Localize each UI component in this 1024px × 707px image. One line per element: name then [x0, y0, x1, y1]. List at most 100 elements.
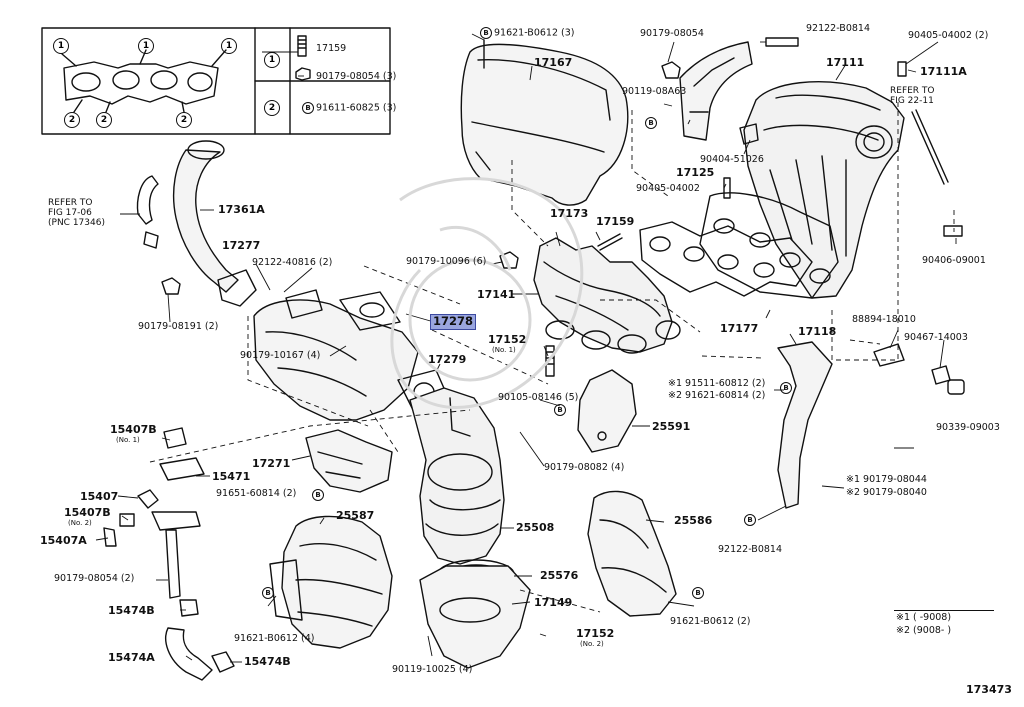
inset-gasket-box — [41, 27, 391, 135]
part-17167[interactable]: 17167 — [534, 56, 573, 69]
part-17125[interactable]: 17125 — [676, 166, 715, 179]
b-mark-icon: B — [554, 404, 566, 416]
refer-line-2: FIG 17-06 — [48, 208, 92, 218]
inset-callout-2c: 2 — [176, 112, 192, 128]
part-17152-no2-sub: (No. 2) — [580, 640, 604, 648]
part-15407b-no2[interactable]: 15407B — [64, 506, 111, 519]
part-90179-08082[interactable]: 90179-08082 (4) — [544, 462, 625, 473]
part-17177[interactable]: 17177 — [720, 322, 759, 335]
part-90179-08044[interactable]: ※1 90179-08044 — [846, 475, 927, 485]
b-mark-90119: B — [645, 117, 659, 129]
part-17111a[interactable]: 17111A — [920, 65, 967, 78]
heat-insulator-17167 — [460, 39, 629, 206]
inset-callout-1a: 1 — [53, 38, 69, 54]
part-15474b-1[interactable]: 15474B — [108, 604, 155, 617]
pipe-15407 — [103, 427, 205, 599]
heat-insulator-25586 — [587, 490, 677, 617]
b-mark-91621-2: B — [692, 587, 706, 599]
refer-line-3: (PNC 17346) — [48, 218, 105, 228]
part-90179-10167[interactable]: 90179-10167 (4) — [240, 350, 321, 361]
part-88894-18010[interactable]: 88894-18010 — [852, 314, 916, 325]
part-25587[interactable]: 25587 — [336, 509, 375, 522]
part-90179-08054[interactable]: 90179-08054 — [640, 28, 704, 39]
part-17118[interactable]: 17118 — [798, 325, 837, 338]
inset-callout-1b: 1 — [138, 38, 154, 54]
part-91621-b0612-2[interactable]: 91621-B0612 (2) — [670, 616, 751, 627]
heat-insulator-17125 — [679, 41, 753, 141]
part-15471[interactable]: 15471 — [212, 470, 251, 483]
star-mark-1: ※1 — [668, 378, 683, 389]
part-25508[interactable]: 25508 — [516, 521, 555, 534]
watermark-emblem — [390, 177, 584, 409]
part-90406-09001[interactable]: 90406-09001 — [922, 255, 986, 266]
part-90404-51026[interactable]: 90404-51026 — [700, 154, 764, 165]
part-90179-08191[interactable]: 90179-08191 (2) — [138, 321, 219, 332]
part-15407[interactable]: 15407 — [80, 490, 119, 503]
part-17149[interactable]: 17149 — [534, 596, 573, 609]
part-90405-04002[interactable]: 90405-04002 — [636, 183, 700, 194]
part-15474b-2[interactable]: 15474B — [244, 655, 291, 668]
refer-line-2: FIG 22-11 — [890, 96, 934, 106]
refer-line-1: REFER TO — [890, 86, 935, 96]
part-91621-60814-text: 91621-60814 (2) — [685, 390, 766, 401]
inset-part-91611-60825-text: 91611-60825 (3) — [316, 102, 397, 114]
inset-part-90179-08054[interactable]: 90179-08054 (3) — [316, 71, 397, 82]
part-17271[interactable]: 17271 — [252, 457, 291, 470]
part-17361a[interactable]: 17361A — [218, 203, 265, 216]
part-17141[interactable]: 17141 — [477, 288, 516, 301]
part-17279[interactable]: 17279 — [428, 353, 467, 366]
hose-88894 — [873, 343, 965, 395]
legend-row-2: ※2 (9008- ) — [896, 625, 952, 636]
part-90119-10025[interactable]: 90119-10025 (4) — [392, 664, 473, 675]
part-90467-14003[interactable]: 90467-14003 — [904, 332, 968, 343]
part-17173[interactable]: 17173 — [550, 207, 589, 220]
catalytic-converter-25508 — [409, 387, 505, 565]
part-90179-08040[interactable]: ※2 90179-08040 — [846, 488, 927, 498]
part-90405-04002-2[interactable]: 90405-04002 (2) — [908, 30, 989, 41]
part-90105-08146[interactable]: 90105-08146 (5) — [498, 392, 579, 403]
part-17111[interactable]: 17111 — [826, 56, 865, 69]
inset-callout-2b: 2 — [96, 112, 112, 128]
part-91511-60812-text: 91511-60812 (2) — [685, 378, 766, 389]
star-mark-2: ※2 — [668, 390, 683, 401]
part-91621-b0612-4[interactable]: 91621-B0612 (4) — [234, 633, 315, 644]
part-91651-60814[interactable]: 91651-60814 (2) — [216, 488, 297, 499]
gasket-17177 — [639, 221, 813, 297]
part-15407a[interactable]: 15407A — [40, 534, 87, 547]
stay-17118 — [777, 341, 833, 509]
part-90179-08054-2[interactable]: 90179-08054 (2) — [54, 573, 135, 584]
hose-15474a — [165, 599, 235, 681]
b-mark-icon: B — [744, 514, 756, 526]
b-mark-91621-4: B — [262, 587, 276, 599]
part-25591[interactable]: 25591 — [652, 420, 691, 433]
part-92122-b0814-top[interactable]: 92122-B0814 — [806, 23, 871, 34]
diagram-number: 173473 — [966, 683, 1012, 696]
part-91511-60812[interactable]: ※1 91511-60812 (2) — [668, 379, 765, 389]
part-17277[interactable]: 17277 — [222, 239, 261, 252]
part-90119-08a63[interactable]: 90119-08A63 — [622, 86, 687, 97]
b-mark-91651: B — [312, 489, 326, 501]
part-15407b-no2-sub: (No. 2) — [68, 519, 92, 527]
part-90179-10096[interactable]: 90179-10096 (6) — [406, 256, 487, 267]
part-17152-no2[interactable]: 17152 — [576, 627, 615, 640]
part-92122-40816[interactable]: 92122-40816 (2) — [252, 257, 333, 268]
part-91621-60814[interactable]: ※2 91621-60814 (2) — [668, 391, 765, 401]
part-15407b-no1[interactable]: 15407B — [110, 423, 157, 436]
part-17278-highlighted[interactable]: 17278 — [430, 314, 477, 330]
part-17152-no1-sub: (No. 1) — [492, 346, 516, 354]
part-90339-09003[interactable]: 90339-09003 — [936, 422, 1000, 433]
b-mark-icon: B — [480, 27, 492, 39]
part-92122-b0814-bot[interactable]: 92122-B0814 — [718, 544, 783, 555]
inset-part-17159[interactable]: 17159 — [316, 43, 347, 54]
part-25576[interactable]: 25576 — [540, 569, 579, 582]
part-25586[interactable]: 25586 — [674, 514, 713, 527]
b-mark-icon: B — [262, 587, 274, 599]
part-15474a[interactable]: 15474A — [108, 651, 155, 664]
part-17152-no1[interactable]: 17152 — [488, 333, 527, 346]
part-17159[interactable]: 17159 — [596, 215, 635, 228]
